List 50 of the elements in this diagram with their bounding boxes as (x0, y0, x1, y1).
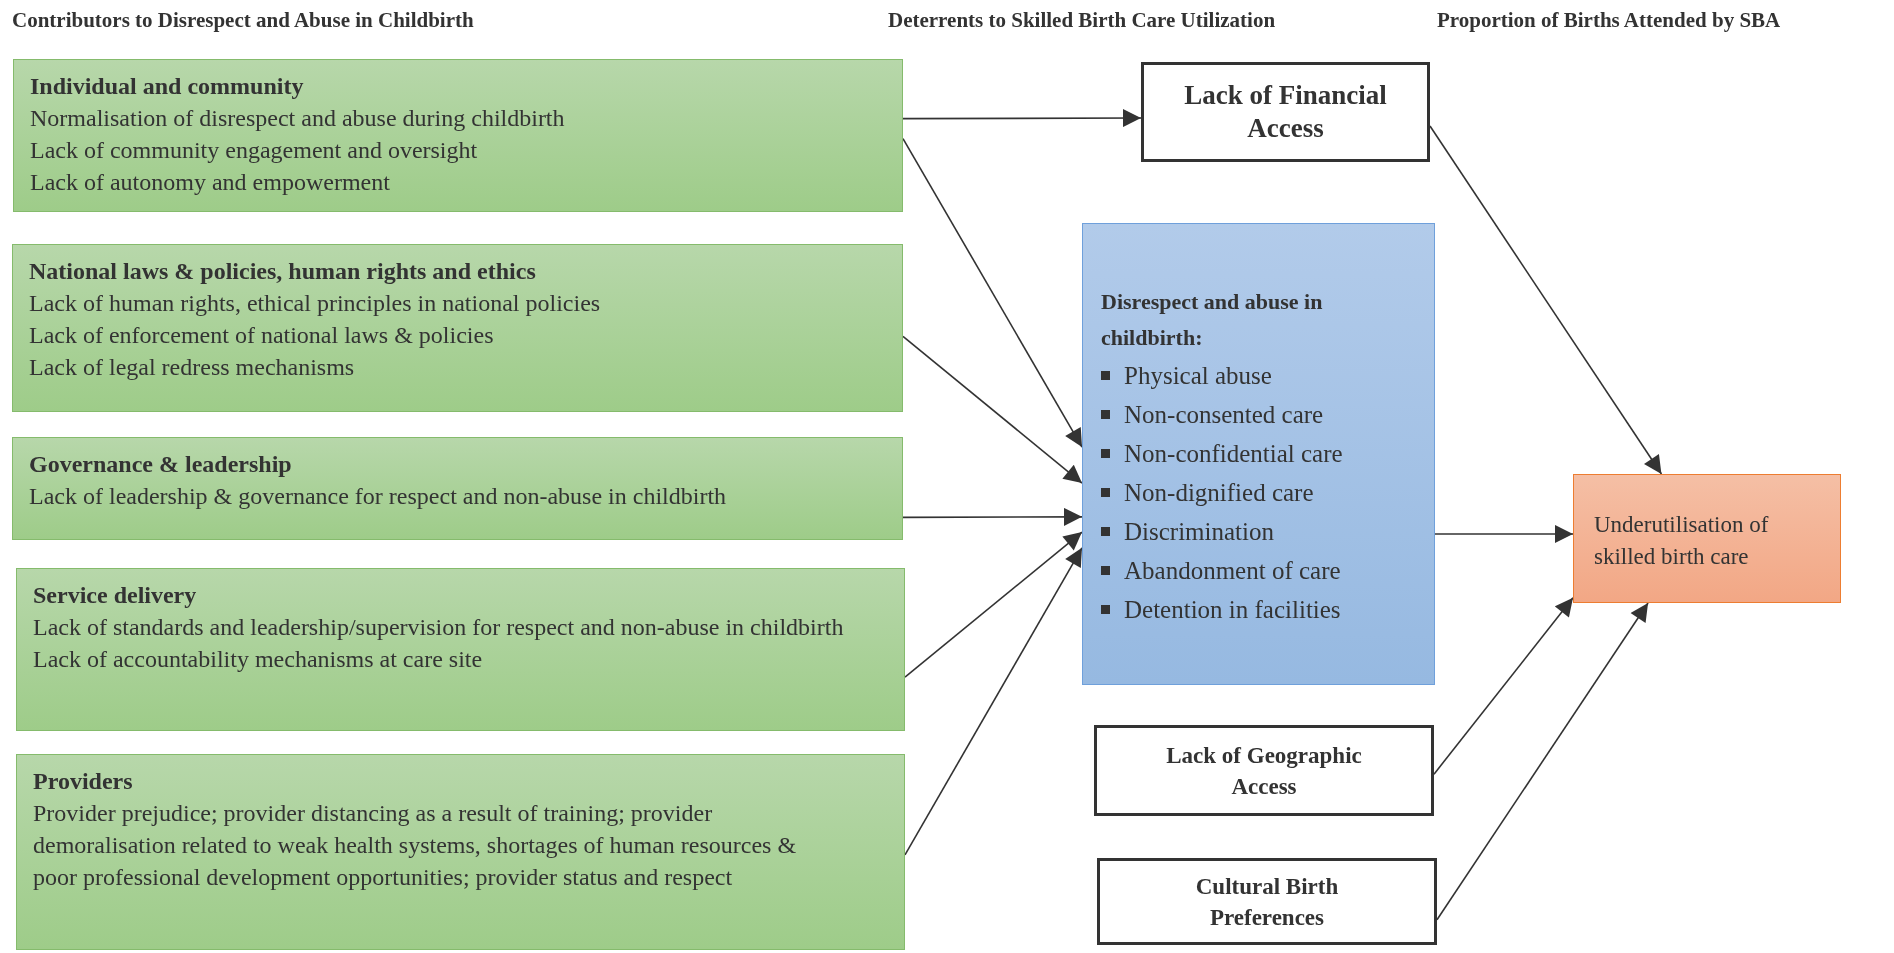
deterrent-box (1097, 858, 1437, 945)
arrow (904, 547, 1083, 856)
deterrent-box (1141, 62, 1430, 162)
arrow (902, 137, 1083, 448)
node-label: Lack of Financial Access (1184, 79, 1387, 145)
column-heading: Contributors to Disrespect and Abuse in Childbirth (12, 8, 474, 33)
arrow (1433, 597, 1574, 775)
list-item: Non-consented care (1124, 400, 1324, 430)
node-text: Lack of community engagement and oversight (30, 136, 479, 165)
node-heading: Disrespect and abuse in childbirth: (1101, 288, 1324, 352)
list-item: Discrimination (1124, 517, 1274, 547)
category-box (12, 244, 903, 412)
deterrent-box (1094, 725, 1434, 816)
node-heading: Governance & leadership (29, 450, 293, 479)
arrow (1429, 125, 1663, 475)
arrow (904, 531, 1083, 678)
node-text: Normalisation of disrespect and abuse during childbirth (30, 104, 566, 133)
arrow (1436, 602, 1649, 921)
list-box (1082, 223, 1435, 685)
arrow (902, 335, 1083, 484)
arrow (902, 507, 1083, 526)
node-heading: Individual and community (30, 72, 305, 101)
node-heading: Service delivery (33, 581, 198, 610)
list-item: Abandonment of care (1124, 556, 1341, 586)
category-box (16, 568, 905, 731)
node-text: Lack of enforcement of national laws & policies (29, 321, 495, 350)
list-item: Detention in facilities (1124, 595, 1341, 625)
category-box (16, 754, 905, 950)
node-text: Lack of legal redress mechanisms (29, 353, 356, 382)
category-box (13, 59, 903, 212)
list-item: Non-dignified care (1124, 478, 1314, 508)
node-label: Underutilisation of skilled birth care (1594, 511, 1770, 571)
node-text: Lack of accountability mechanisms at care site (33, 645, 484, 674)
node-text: Lack of leadership & governance for respect and non-abuse in childbirth (29, 482, 728, 511)
list-item: Physical abuse (1124, 361, 1272, 391)
list-item: Non-confidential care (1124, 439, 1343, 469)
arrow (902, 109, 1142, 128)
node-text: Provider prejudice; provider distancing as a result of training; provider demoralisation related to weak health systems, shortages of human resources & poor professional development opportunities; provider status and respect (33, 799, 798, 892)
node-text: Lack of standards and leadership/supervision for respect and non-abuse in childbirth (33, 613, 845, 642)
node-heading: Providers (33, 767, 134, 796)
column-heading: Deterrents to Skilled Birth Care Utilization (888, 8, 1276, 33)
node-text: Lack of human rights, ethical principles in national policies (29, 289, 602, 318)
node-label: Lack of Geographic Access (1165, 741, 1363, 801)
category-box (12, 437, 903, 540)
node-label: Cultural Birth Preferences (1194, 872, 1340, 932)
arrow (1434, 525, 1574, 543)
node-text: Lack of autonomy and empowerment (30, 168, 391, 197)
outcome-box (1573, 474, 1841, 603)
node-heading: National laws & policies, human rights and ethics (29, 257, 537, 286)
column-heading: Proportion of Births Attended by SBA (1437, 8, 1781, 33)
